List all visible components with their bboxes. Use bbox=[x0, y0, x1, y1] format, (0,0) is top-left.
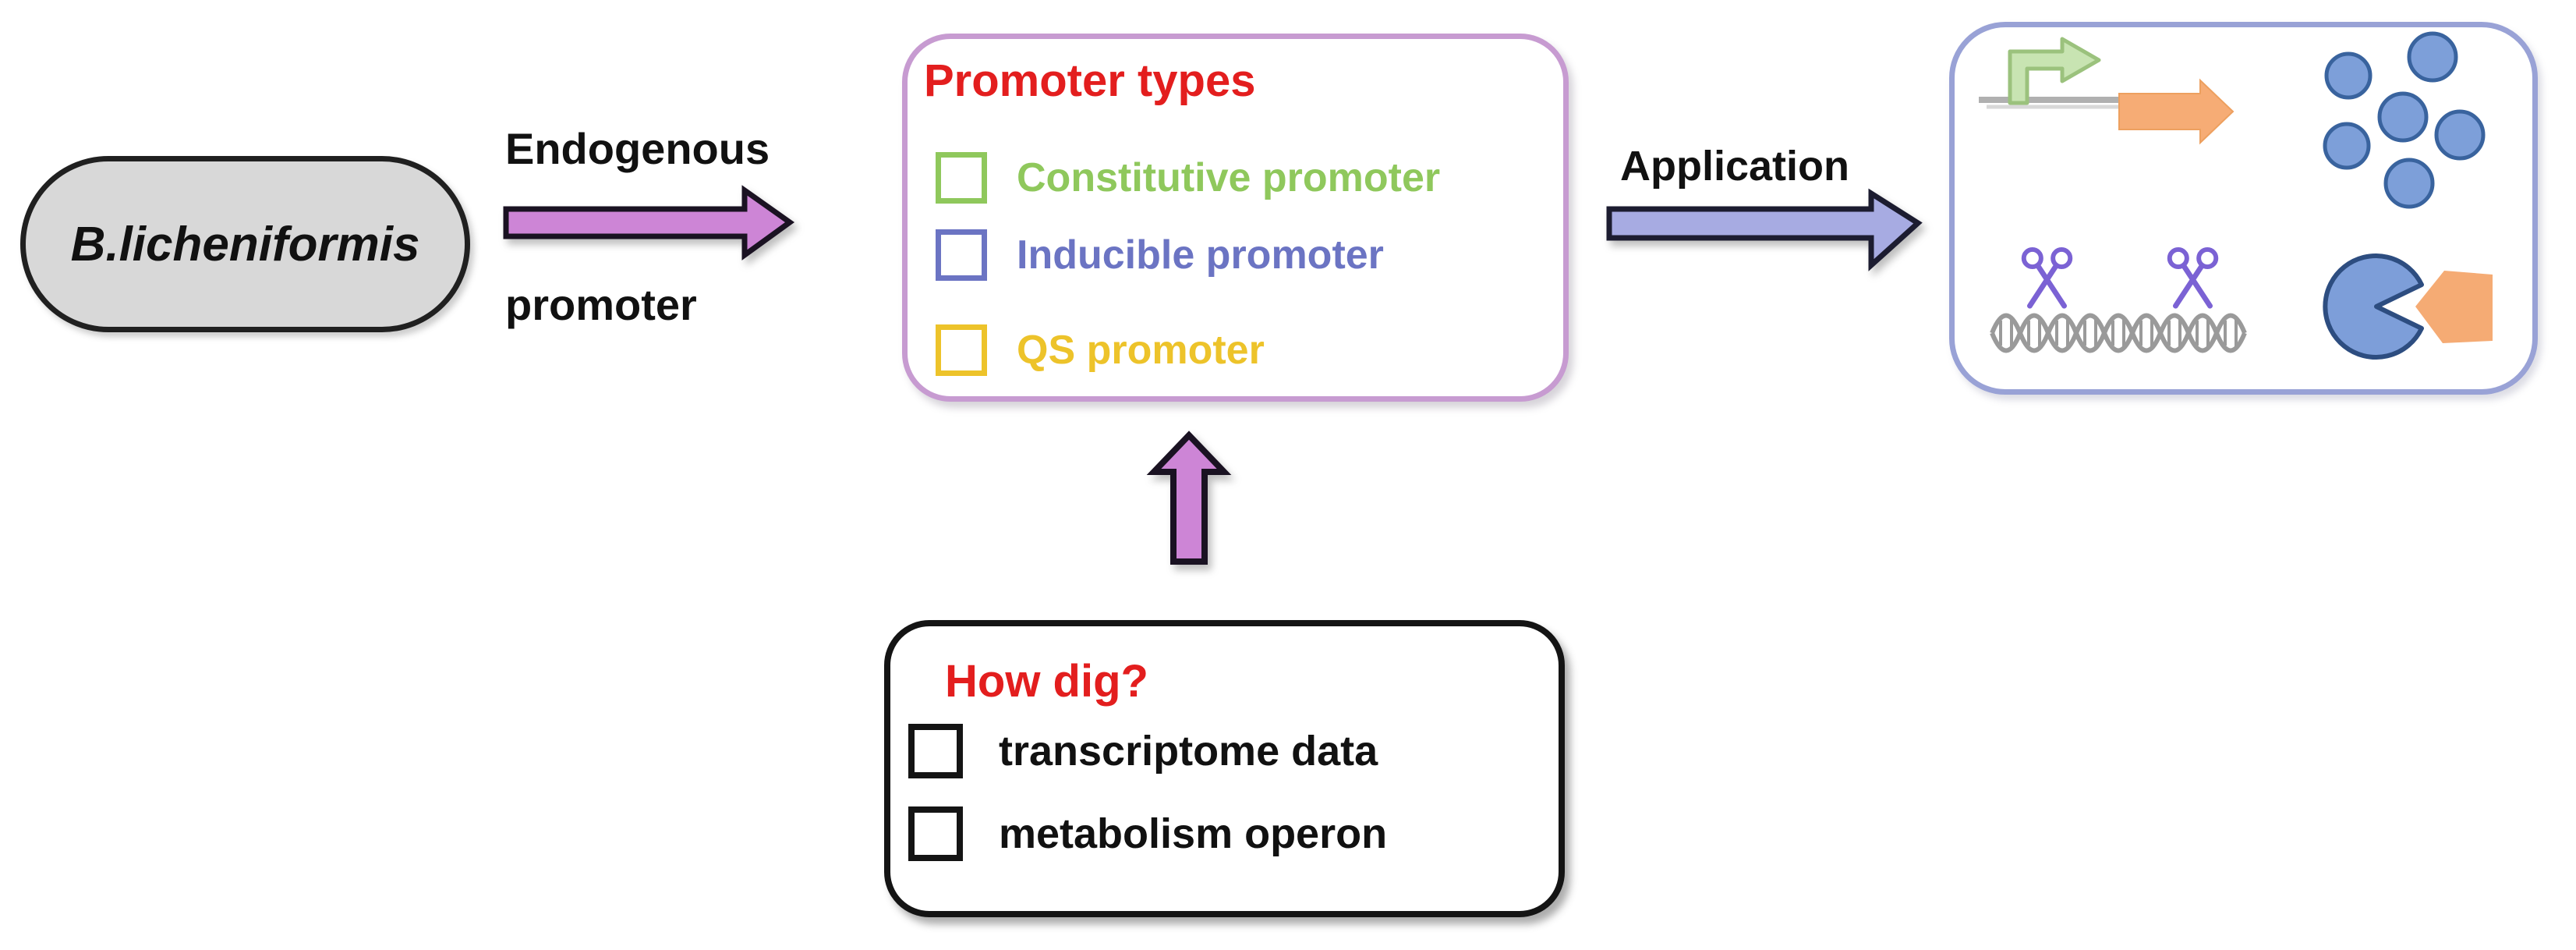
orange-gene-arrow bbox=[2118, 78, 2235, 145]
application-label: Application bbox=[1620, 143, 1849, 190]
promoter-item-label: Inducible promoter bbox=[1017, 232, 1384, 278]
dna-helix bbox=[1990, 313, 2247, 353]
promoter-item-inducible: Inducible promoter bbox=[936, 228, 1384, 282]
up-arrow-shape bbox=[1146, 431, 1232, 565]
protein-dot bbox=[2383, 158, 2435, 209]
promoter-item-label: QS promoter bbox=[1017, 328, 1265, 373]
endogenous-promoter-arrow-icon bbox=[503, 185, 795, 261]
scissors-icon bbox=[2167, 246, 2219, 309]
green-promoter-bent-arrow bbox=[2008, 37, 2101, 105]
checkbox-square-icon bbox=[936, 152, 987, 204]
promoter-item-label: Constitutive promoter bbox=[1017, 155, 1441, 200]
endogenous-label-line2: promoter bbox=[505, 280, 697, 329]
checkbox-square-icon bbox=[908, 806, 963, 861]
scissors-icon bbox=[2021, 246, 2073, 309]
how-dig-up-arrow-icon bbox=[1146, 431, 1232, 565]
promoter-item-qs: QS promoter bbox=[936, 323, 1265, 378]
protein-dot bbox=[2407, 31, 2458, 83]
right-arrow-shape bbox=[1606, 188, 1923, 271]
how-dig-box bbox=[884, 620, 1565, 917]
promoter-gene-expression-icon bbox=[1979, 37, 2235, 145]
dna-scissors-icon bbox=[1990, 246, 2247, 353]
promoter-types-title: Promoter types bbox=[924, 55, 1256, 106]
protein-dot bbox=[2324, 51, 2373, 100]
organism-label: B.licheniformis bbox=[70, 217, 420, 271]
substrate-pentagon-shape bbox=[2415, 271, 2493, 343]
enzyme-substrate-icon bbox=[2323, 253, 2493, 360]
application-arrow-icon bbox=[1606, 188, 1923, 271]
checkbox-square-icon bbox=[908, 724, 963, 778]
checkbox-square-icon bbox=[936, 229, 987, 281]
how-dig-item-label: transcriptome data bbox=[999, 728, 1378, 775]
checkbox-square-icon bbox=[936, 324, 987, 376]
protein-dot bbox=[2323, 122, 2371, 170]
promoter-item-constitutive: Constitutive promoter bbox=[936, 151, 1440, 205]
endogenous-label-line1: Endogenous bbox=[505, 124, 770, 173]
enzyme-pacman-shape bbox=[2323, 253, 2424, 360]
protein-product-dots-icon bbox=[2323, 31, 2486, 209]
promoter-types-box bbox=[902, 34, 1569, 402]
protein-dot bbox=[2377, 91, 2429, 143]
organism-node: B.licheniformis bbox=[20, 156, 470, 332]
how-dig-item-transcriptome: transcriptome data bbox=[908, 722, 1378, 780]
how-dig-title: How dig? bbox=[945, 656, 1148, 707]
how-dig-item-label: metabolism operon bbox=[999, 810, 1388, 857]
protein-dot bbox=[2434, 109, 2486, 161]
right-arrow-shape bbox=[503, 185, 795, 261]
how-dig-item-metabolism: metabolism operon bbox=[908, 805, 1387, 863]
